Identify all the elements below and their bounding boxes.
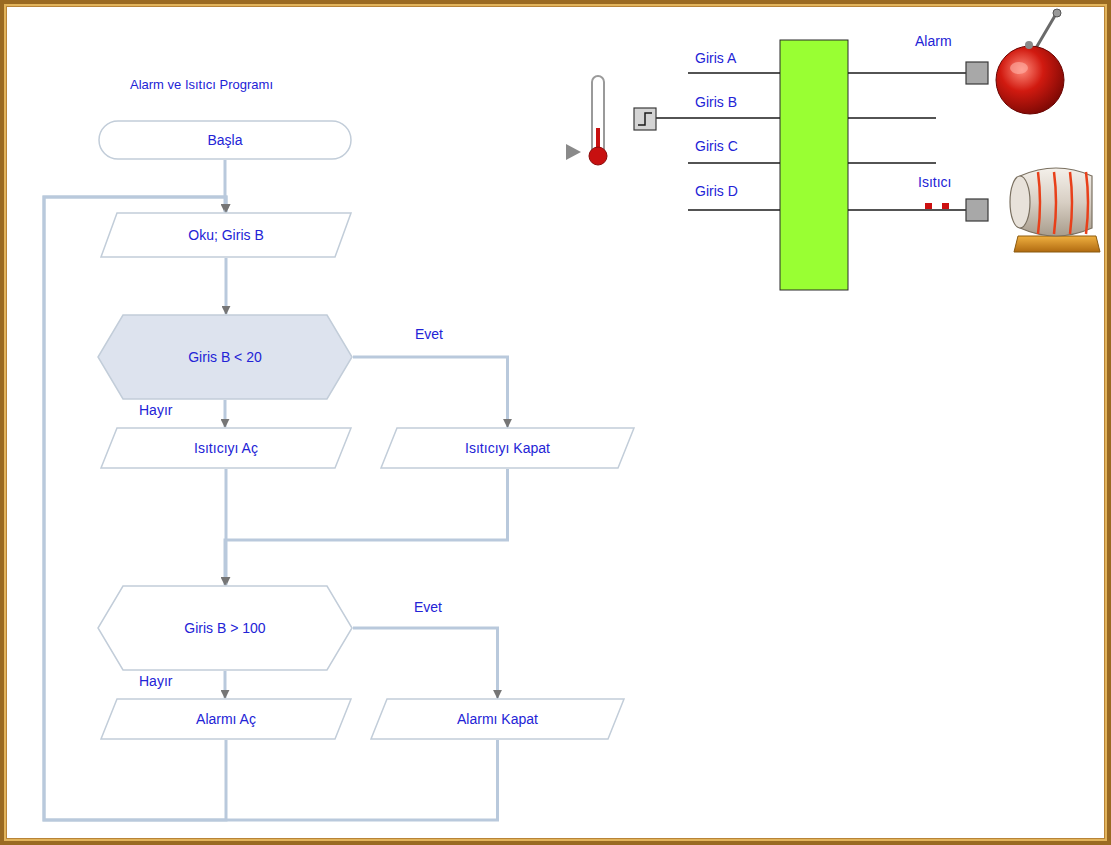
branch-label: Evet	[412, 599, 444, 615]
start-terminal: Başla	[98, 120, 352, 160]
decision-box: Giris B < 20	[97, 314, 353, 400]
flow-connector	[225, 258, 228, 314]
signal-label: Giris B	[695, 94, 737, 110]
signal-label: Giris C	[695, 138, 738, 154]
indicator-dot	[925, 203, 932, 209]
heating-coil	[1070, 172, 1072, 234]
output-terminal	[966, 199, 988, 221]
indicator-dot	[942, 203, 949, 209]
signal-label: Giris A	[695, 50, 736, 66]
controller-block	[780, 40, 848, 290]
signal-label: Giris D	[695, 183, 738, 199]
alarm-bell	[996, 9, 1064, 114]
flow-connector	[353, 357, 508, 427]
flow-connector	[224, 400, 227, 427]
branch-label: Hayır	[137, 673, 174, 689]
output-box: Isıtıcıyı Aç	[100, 427, 352, 469]
step-input-symbol	[634, 108, 656, 130]
branch-label: Hayır	[137, 402, 174, 418]
output-terminal	[966, 62, 988, 84]
decision-box: Giris B > 100	[97, 585, 353, 671]
signal-label: Alarm	[915, 33, 952, 49]
thermometer	[566, 76, 607, 165]
output-box: Alarmı Kapat	[370, 698, 625, 740]
node-label: Başla	[207, 132, 242, 148]
node-label: Alarmı Kapat	[457, 711, 538, 727]
heating-coil	[1054, 172, 1056, 234]
node-label: Alarmı Aç	[196, 711, 256, 727]
node-label: Isıtıcıyı Aç	[194, 440, 258, 456]
node-label: Isıtıcıyı Kapat	[465, 440, 550, 456]
branch-label: Evet	[413, 326, 445, 342]
heating-coil	[1038, 172, 1040, 234]
output-box: Alarmı Aç	[100, 698, 352, 740]
heater	[1010, 168, 1100, 252]
input-box: Oku; Giris B	[100, 212, 352, 258]
flow-connector	[224, 671, 227, 698]
flow-connector	[353, 628, 498, 698]
diagram-title: Alarm ve Isıtıcı Programı	[130, 77, 273, 92]
node-label: Oku; Giris B	[188, 227, 263, 243]
signal-wires	[656, 73, 966, 210]
node-label: Giris B < 20	[188, 349, 262, 365]
signal-label: Isıtıcı	[918, 174, 951, 190]
output-box: Isıtıcıyı Kapat	[380, 427, 635, 469]
flow-connector	[225, 469, 508, 585]
heating-coil	[1086, 172, 1088, 234]
node-label: Giris B > 100	[184, 620, 265, 636]
